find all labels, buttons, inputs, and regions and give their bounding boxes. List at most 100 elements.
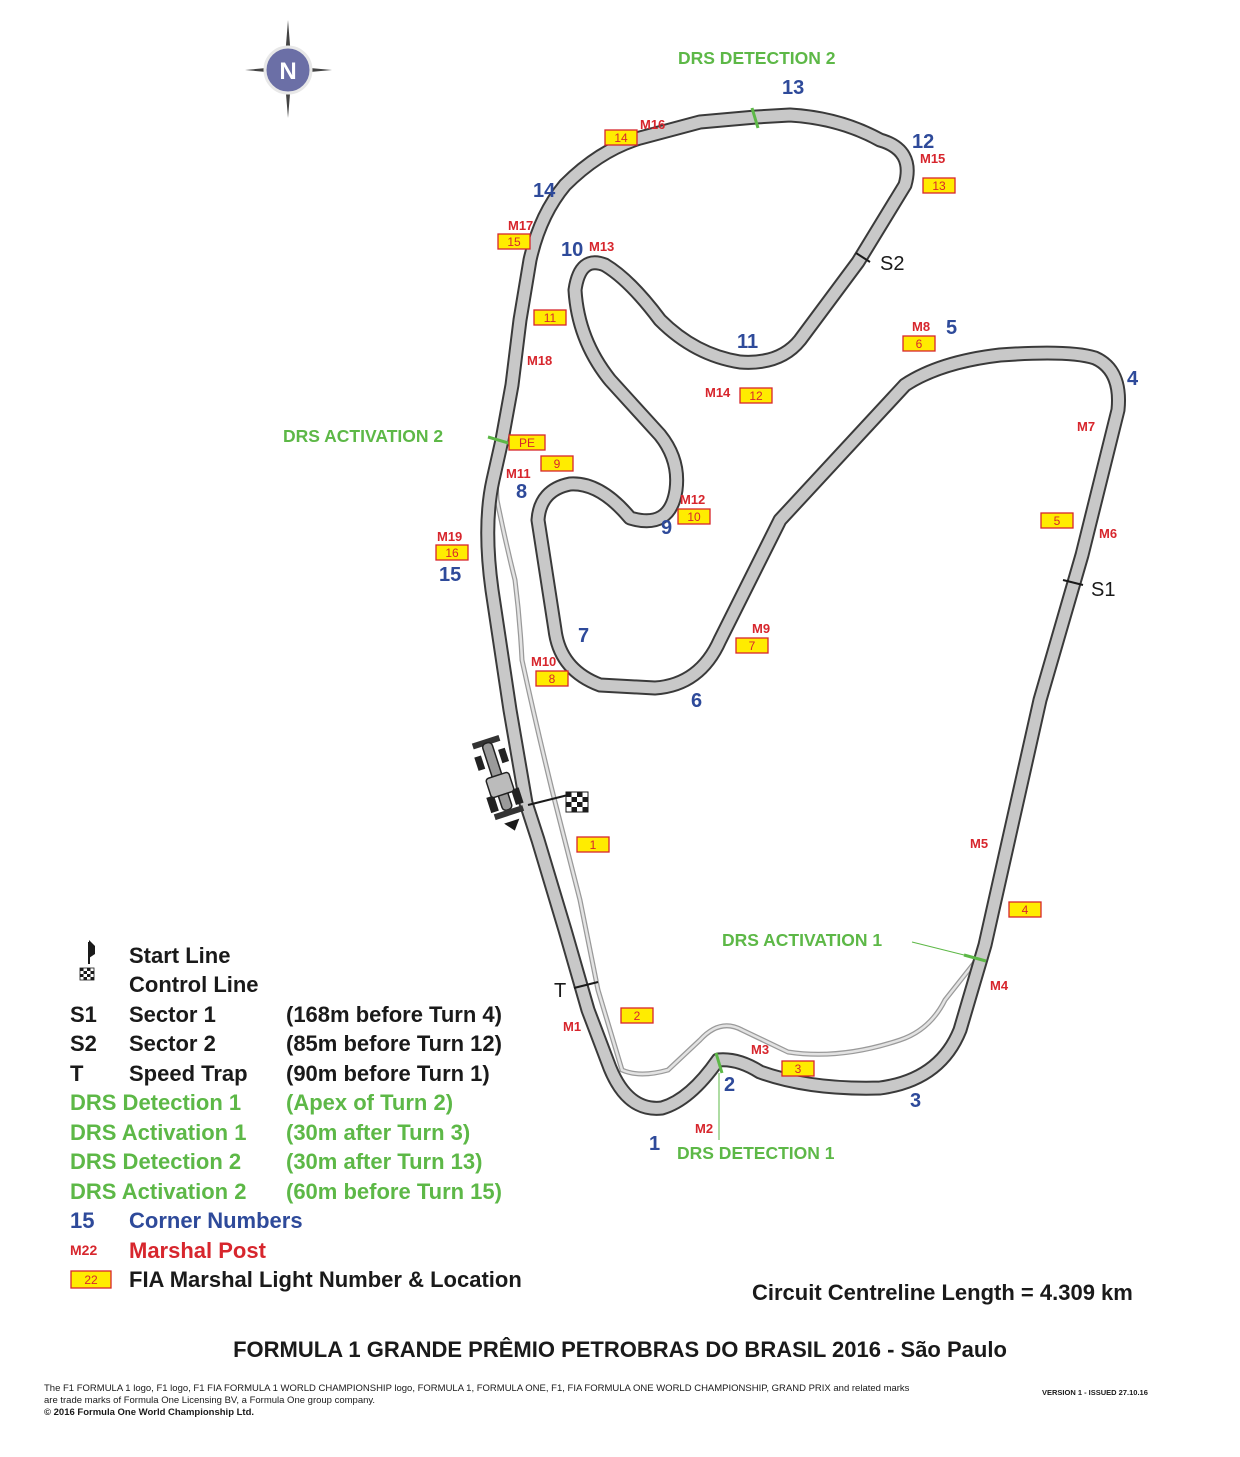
marshal-light: 8	[535, 670, 569, 687]
drs-detection-2-label: DRS DETECTION 2	[678, 48, 836, 68]
marshal-light: 11	[533, 309, 567, 326]
marshal-post-label: M4	[990, 978, 1009, 993]
start-line-icon	[88, 940, 95, 964]
drs-activation-2-line	[487, 435, 513, 446]
marshal-light: 13	[922, 177, 956, 194]
marshal-posts: M1 M2 M3 M4 M5 M6 M7 M8 M9 M10 M11 M12 M…	[437, 117, 1117, 1136]
svg-text:9: 9	[554, 457, 561, 471]
svg-text:16: 16	[445, 546, 459, 560]
legend-drs-act-2-name: DRS Activation 2	[70, 1179, 247, 1204]
drs-activation-2-label: DRS ACTIVATION 2	[283, 426, 443, 446]
corner-number: 14	[533, 180, 556, 202]
legend-corner-name: Corner Numbers	[129, 1208, 303, 1233]
legend-marshal-light-name: FIA Marshal Light Number & Location	[129, 1267, 522, 1292]
compass-label: N	[279, 58, 296, 85]
legend-drs-act-2-desc: (60m before Turn 15)	[286, 1179, 502, 1204]
legend-drs-det-1-name: DRS Detection 1	[70, 1090, 242, 1115]
start-control-line	[527, 791, 589, 813]
marshal-light-legend-icon: 22	[70, 1270, 112, 1289]
drs-activation-1-label: DRS ACTIVATION 1	[722, 930, 882, 950]
corner-number: 2	[724, 1074, 735, 1096]
marshal-light: 6	[902, 335, 936, 352]
svg-text:22: 22	[84, 1273, 98, 1287]
svg-text:14: 14	[614, 131, 628, 145]
marshal-light: 5	[1040, 512, 1074, 529]
legend-marshal-post-name: Marshal Post	[129, 1238, 266, 1263]
corner-number: 7	[578, 625, 589, 647]
sector-2-line	[855, 252, 871, 263]
marshal-light: 12	[739, 387, 773, 404]
drs-activation-1-leader	[911, 941, 973, 958]
pit-lane	[496, 445, 975, 1074]
legend-start-line: Start Line	[129, 943, 231, 968]
corner-number: 1	[649, 1133, 660, 1155]
race-track	[488, 115, 1119, 1108]
svg-text:12: 12	[749, 389, 763, 403]
marshal-light: 9	[540, 455, 574, 472]
marshal-post-label: M8	[912, 319, 930, 334]
legend-s2-desc: (85m before Turn 12)	[286, 1031, 502, 1056]
marshal-light: 10	[677, 508, 711, 525]
drs-detection-2-line	[750, 107, 760, 129]
sector-2-label: S2	[880, 253, 904, 275]
corner-number: 9	[661, 517, 672, 539]
svg-text:15: 15	[507, 235, 521, 249]
version-label: VERSION 1 - ISSUED 27.10.16	[1042, 1388, 1148, 1397]
f1-car-icon	[471, 735, 525, 831]
page-title: FORMULA 1 GRANDE PRÊMIO PETROBRAS DO BRA…	[233, 1337, 1007, 1362]
legend-corner-symbol: 15	[70, 1208, 95, 1233]
marshal-post-label: M1	[563, 1019, 581, 1034]
marshal-post-label: M17	[508, 218, 533, 233]
marshal-post-label: M10	[531, 654, 556, 669]
legend-t-desc: (90m before Turn 1)	[286, 1061, 490, 1086]
legend-t-symbol: T	[70, 1061, 84, 1086]
svg-text:8: 8	[549, 672, 556, 686]
svg-text:4: 4	[1022, 903, 1029, 917]
marshal-post-label: M13	[589, 239, 614, 254]
control-line-icon	[79, 967, 95, 981]
marshal-light: 14	[604, 129, 638, 146]
legend-s2-name: Sector 2	[129, 1031, 216, 1056]
legend-s2-symbol: S2	[70, 1031, 97, 1056]
marshal-light: 2	[620, 1007, 654, 1024]
svg-text:11: 11	[544, 311, 557, 325]
marshal-post-label: M11	[506, 466, 531, 481]
marshal-light: 15	[497, 233, 531, 250]
legend-s1-name: Sector 1	[129, 1002, 216, 1027]
marshal-light: 4	[1008, 901, 1042, 918]
marshal-post-label: M3	[751, 1042, 769, 1057]
copyright-line: © 2016 Formula One World Championship Lt…	[44, 1407, 255, 1418]
legend-drs-act-1-name: DRS Activation 1	[70, 1120, 247, 1145]
svg-text:13: 13	[932, 179, 946, 193]
corner-number: 15	[439, 564, 461, 586]
svg-text:6: 6	[916, 337, 923, 351]
corner-numbers: 1 2 3 4 5 6 7 8 9 10 11 12 13 14 15	[439, 77, 1139, 1155]
svg-text:5: 5	[1054, 514, 1061, 528]
marshal-post-label: M19	[437, 529, 462, 544]
marshal-post-label: M2	[695, 1121, 713, 1136]
marshal-post-label: M18	[527, 353, 552, 368]
marshal-post-label: M9	[752, 621, 770, 636]
corner-number: 8	[516, 481, 527, 503]
svg-text:3: 3	[795, 1062, 802, 1076]
marshal-post-label: M14	[705, 385, 731, 400]
marshal-post-label: M16	[640, 117, 665, 132]
drs-detection-1-line	[714, 1052, 724, 1074]
svg-text:7: 7	[749, 639, 756, 653]
speed-trap-line	[573, 981, 599, 989]
legal-line: The F1 FORMULA 1 logo, F1 logo, F1 FIA F…	[44, 1383, 910, 1394]
legend-drs-det-2-desc: (30m after Turn 13)	[286, 1149, 483, 1174]
svg-text:2: 2	[634, 1009, 641, 1023]
legend-drs-det-2-name: DRS Detection 2	[70, 1149, 242, 1174]
corner-number: 6	[691, 690, 702, 712]
marshal-post-label: M5	[970, 836, 988, 851]
corner-number: 3	[910, 1090, 921, 1112]
marshal-post-label: M15	[920, 151, 945, 166]
marshal-post-label: M12	[680, 492, 705, 507]
marshal-light: PE	[508, 434, 546, 451]
marshal-post-label: M6	[1099, 526, 1117, 541]
drs-detection-1-label: DRS DETECTION 1	[677, 1143, 835, 1163]
legend-s1-desc: (168m before Turn 4)	[286, 1002, 502, 1027]
corner-number: 5	[946, 317, 957, 339]
